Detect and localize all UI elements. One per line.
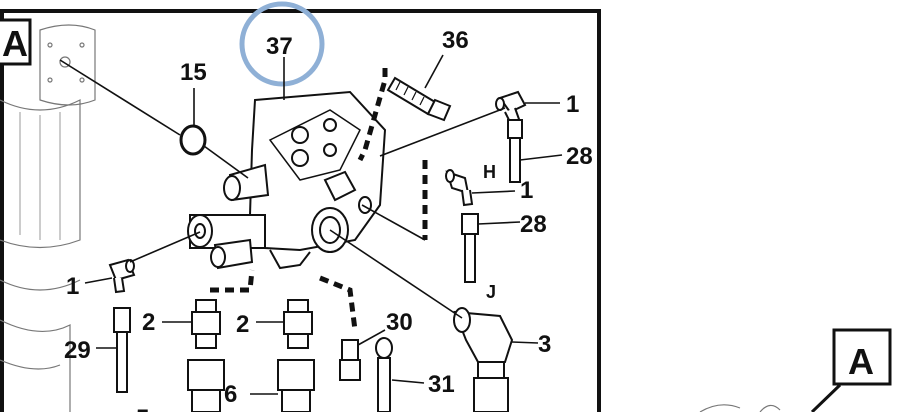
elbow-fitting-1-middle: [445, 169, 474, 207]
callout-36: 36: [442, 27, 469, 54]
cable-31: [375, 337, 393, 412]
callout-5: 5: [136, 405, 149, 412]
elbow-fitting-3: [453, 307, 514, 412]
fitting-6-left: [187, 359, 225, 412]
callout-31: 31: [428, 371, 455, 398]
callout-29: 29: [64, 337, 91, 364]
callout-37: 37: [266, 33, 293, 60]
callout-1-middle: 1: [520, 177, 533, 204]
sensor-30: [339, 339, 361, 381]
fitting-6-right: [277, 359, 315, 412]
adapter-2-right: [283, 299, 313, 349]
callout-28-upper: 28: [566, 143, 593, 170]
callout-15: 15: [180, 59, 207, 86]
callout-J: J: [486, 282, 496, 302]
valve-block: [187, 90, 387, 270]
callout-H: H: [483, 162, 496, 182]
bolt-36: [386, 76, 452, 122]
elbow-fitting-1-lower: [108, 258, 136, 294]
callout-37-highlight: [239, 1, 325, 87]
callout-3: 3: [538, 331, 551, 358]
o-ring-15: [179, 124, 207, 156]
callout-30: 30: [386, 309, 413, 336]
callout-2-left: 2: [142, 309, 155, 336]
hose-29: [113, 307, 131, 393]
dashed-connection-lines: [210, 68, 428, 331]
svg-text:A: A: [848, 341, 874, 382]
callout-6: 6: [224, 381, 237, 408]
adapter-2-left: [191, 299, 221, 349]
leader-lines: [59, 54, 563, 395]
hose-28-lower: [461, 213, 479, 283]
callout-1-lower: 1: [66, 273, 79, 300]
callout-labels: 37 36 15 1 28 H 1 28 J 1 2 2 30 3 29 6 3…: [64, 27, 593, 412]
callout-28-lower: 28: [520, 211, 547, 238]
callout-2-right: 2: [236, 311, 249, 338]
callout-1-upper: 1: [566, 91, 579, 118]
svg-text:A: A: [2, 23, 28, 64]
view-label-main: A: [0, 18, 32, 66]
hose-28-upper: [507, 119, 523, 183]
background-housing: [0, 24, 96, 412]
detail-view-a: A: [699, 328, 892, 412]
